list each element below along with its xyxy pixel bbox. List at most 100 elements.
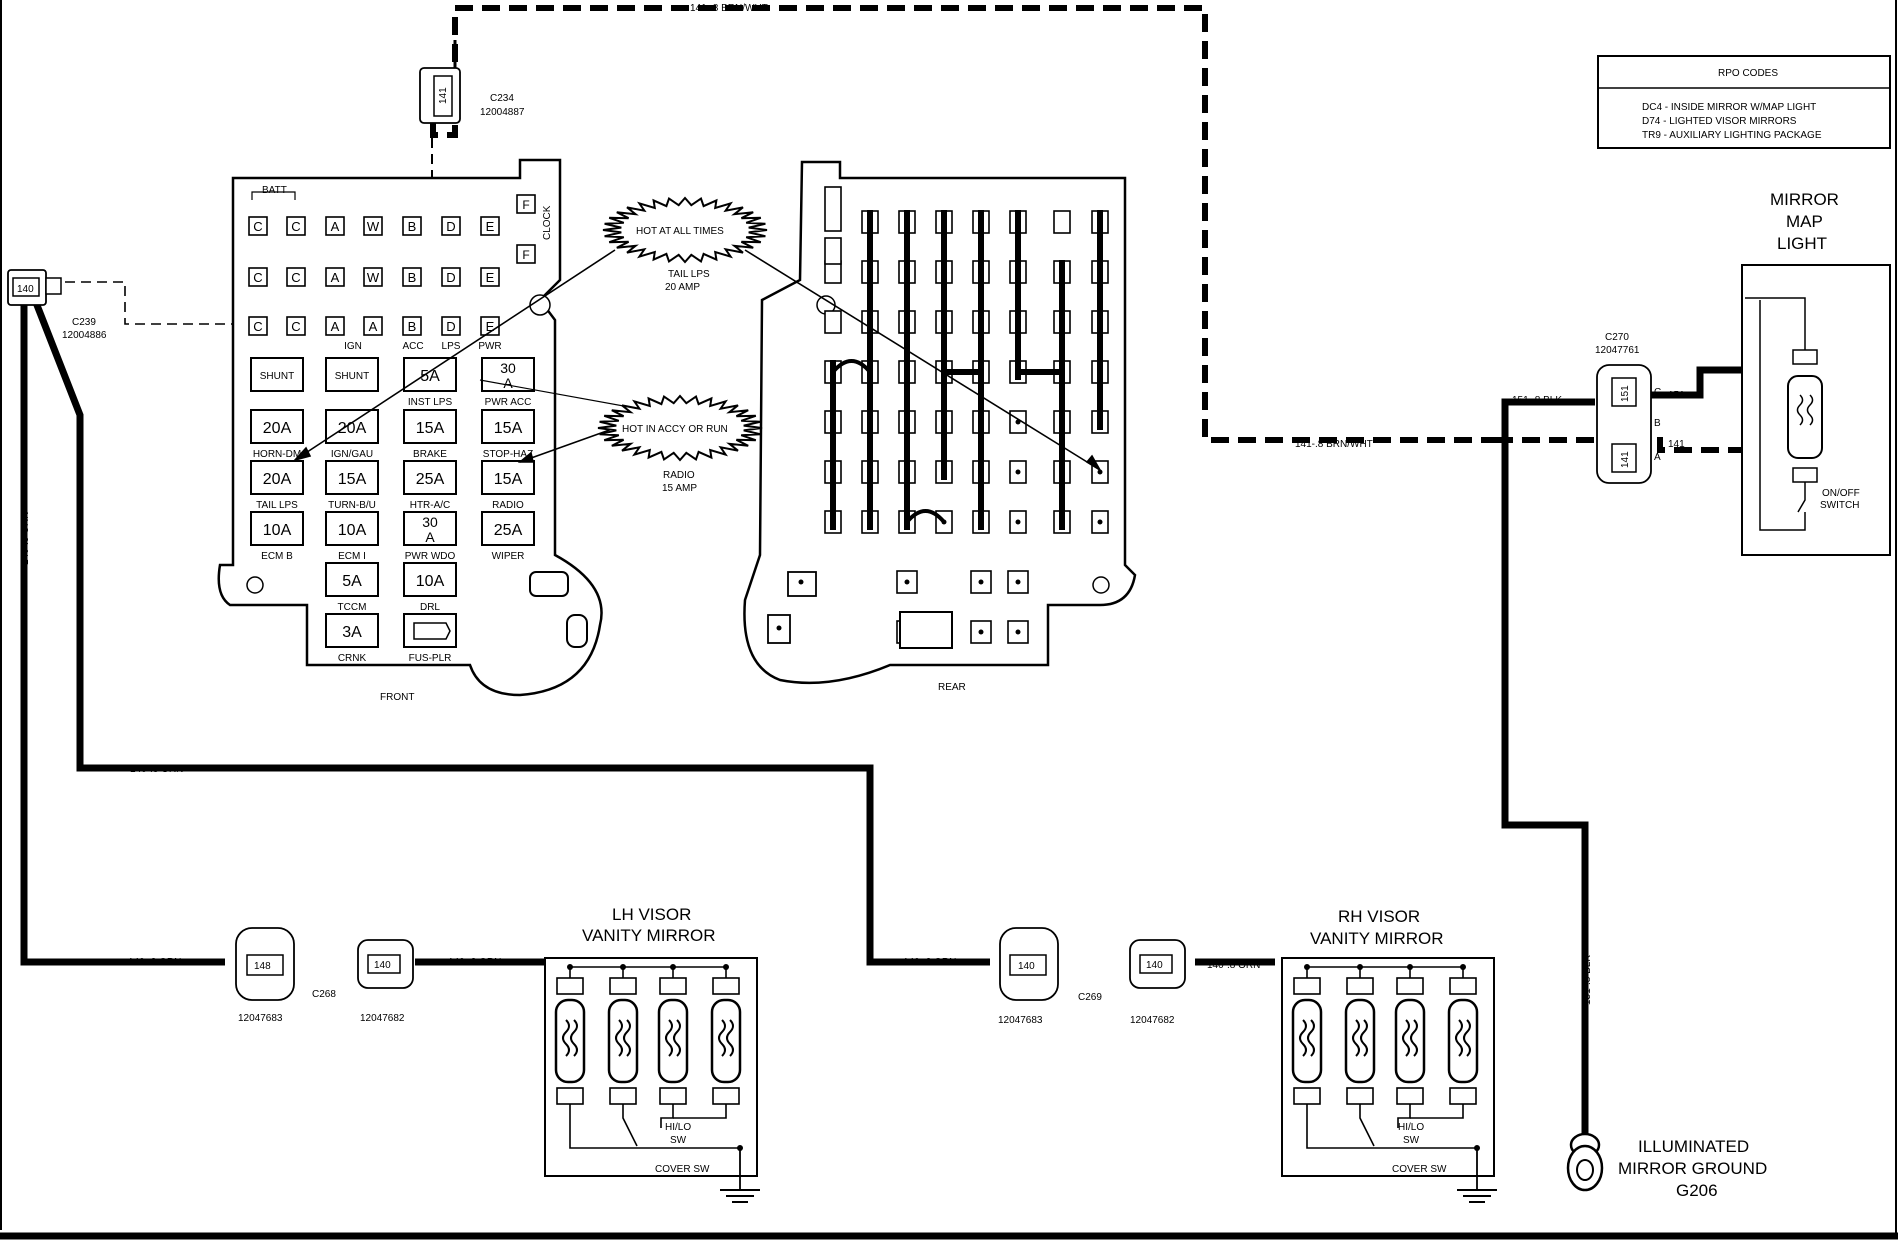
fuse <box>250 357 304 392</box>
lamp-filament <box>1455 1019 1463 1057</box>
map-switch-label-2: SWITCH <box>1820 500 1859 511</box>
fuse-value: 10A <box>416 573 445 590</box>
callout-hot-accy <box>597 394 763 462</box>
lamp-filament <box>562 1019 570 1057</box>
wire-blk <box>1501 366 1745 1135</box>
rh-cover-sw: COVER SW <box>1392 1164 1447 1175</box>
rear-terminal <box>824 310 842 334</box>
rear-pin <box>904 579 910 585</box>
row3-label: IGN <box>344 341 362 352</box>
c269-part-b: 12047682 <box>1130 1015 1175 1026</box>
terminal-letter: E <box>486 270 495 285</box>
terminal-letter: D <box>446 270 455 285</box>
c270-pin-a: A <box>1654 452 1661 463</box>
fuse <box>481 511 535 546</box>
fuse-label: WIPER <box>492 551 525 562</box>
fuse <box>403 357 457 392</box>
fuse-label: HORN-DM <box>253 449 301 460</box>
map-switch-label-1: ON/OFF <box>1822 488 1860 499</box>
lamp-filament <box>1299 1019 1307 1057</box>
lh-sw-label-1: HI/LO <box>665 1122 691 1133</box>
fuse <box>325 357 379 392</box>
rear-pin <box>1015 629 1021 635</box>
fuse-value: 20A <box>263 420 292 437</box>
fuse-label: STOP-HAZ <box>483 449 533 460</box>
fuse-value: 20A <box>338 420 367 437</box>
terminal-letter: E <box>486 219 495 234</box>
lamp-filament <box>570 1019 578 1057</box>
ground-label-3: G206 <box>1676 1181 1718 1200</box>
terminal-letter: C <box>291 270 300 285</box>
rear-pin <box>1015 579 1021 585</box>
mirror-map-light-box <box>1741 264 1891 556</box>
c234-pin: 141 <box>438 87 449 104</box>
c270-name: C270 <box>1605 332 1629 343</box>
fuse <box>403 409 457 444</box>
lamp-bulb <box>1344 998 1376 1084</box>
lamp-filament <box>1463 1019 1471 1057</box>
fuse-value: 15A <box>494 471 523 488</box>
terminal-letter: C <box>253 270 262 285</box>
rear-pin <box>776 625 782 631</box>
wire-label-orn-vertical: 140-.8 ORN <box>20 512 31 565</box>
fuse-label: PWR WDO <box>405 551 456 562</box>
fuse <box>325 460 379 495</box>
fuse-value: 15A <box>416 420 445 437</box>
rear-pin <box>978 629 984 635</box>
terminal-letter: C <box>253 219 262 234</box>
wire-label-blk-vertical: 151-.8 BLK <box>1582 955 1593 1005</box>
rear-pin <box>798 579 804 585</box>
fuse-value: 10A <box>338 522 367 539</box>
fuse-value: 15A <box>338 471 367 488</box>
rpo-line-3: TR9 - AUXILIARY LIGHTING PACKAGE <box>1642 130 1822 141</box>
lamp-filament <box>1402 1019 1410 1057</box>
fuse <box>250 460 304 495</box>
fuse-label: ECM I <box>338 551 366 562</box>
c239-name: C239 <box>72 317 96 328</box>
connector-c269: 140 140 <box>999 927 1186 1001</box>
fuse-value: 30 <box>422 514 438 530</box>
ground-label-2: MIRROR GROUND <box>1618 1159 1767 1178</box>
lamp-bulb <box>1394 998 1426 1084</box>
fuse <box>403 562 457 597</box>
c269-pin-b: 140 <box>1146 960 1163 971</box>
fuse <box>481 409 535 444</box>
callout-hot-all-text: HOT AT ALL TIMES <box>636 226 724 237</box>
terminal-letter: A <box>331 319 340 334</box>
callout-hot-accy-text: HOT IN ACCY OR RUN <box>622 424 728 435</box>
visor-hilo <box>660 1104 674 1128</box>
terminal-0-5 <box>441 216 461 236</box>
callout-hot-all-times <box>602 196 768 264</box>
terminal-f-0 <box>516 194 536 214</box>
terminal-letter: A <box>369 319 378 334</box>
fuse-value: 5A <box>342 573 362 590</box>
fuse <box>481 460 535 495</box>
fuse <box>325 613 379 648</box>
clock-label: CLOCK <box>542 205 553 240</box>
row3-label: LPS <box>442 341 461 352</box>
terminal-letter: D <box>446 319 455 334</box>
terminal-letter: C <box>291 319 300 334</box>
terminal-letter: B <box>408 219 417 234</box>
fuse-label: BRAKE <box>413 449 447 460</box>
terminal-1-4 <box>402 267 422 287</box>
fuse-label: TAIL LPS <box>256 500 298 511</box>
terminal-2-3 <box>363 316 383 336</box>
callout-hot-accy-sub1: RADIO <box>663 470 695 481</box>
terminal-letter: D <box>446 219 455 234</box>
fuse <box>325 562 379 597</box>
row3-label: ACC <box>402 341 423 352</box>
lamp-filament <box>615 1019 623 1057</box>
wire-label-orn-lh1: 140-.8 ORN <box>128 957 181 968</box>
terminal-1-5 <box>441 267 461 287</box>
c268-pin-a: 148 <box>254 961 271 972</box>
visor-switch <box>622 1104 638 1147</box>
wire-label-orn-lh2: 140-.8 ORN <box>448 957 501 968</box>
terminal-letter: C <box>253 319 262 334</box>
wire-label-orn-rh2: 140-.8 ORN <box>1207 960 1260 971</box>
terminal-letter: C <box>291 219 300 234</box>
lamp-socket <box>556 977 584 995</box>
visor-link <box>1410 1104 1464 1119</box>
rear-pin <box>1097 469 1103 475</box>
